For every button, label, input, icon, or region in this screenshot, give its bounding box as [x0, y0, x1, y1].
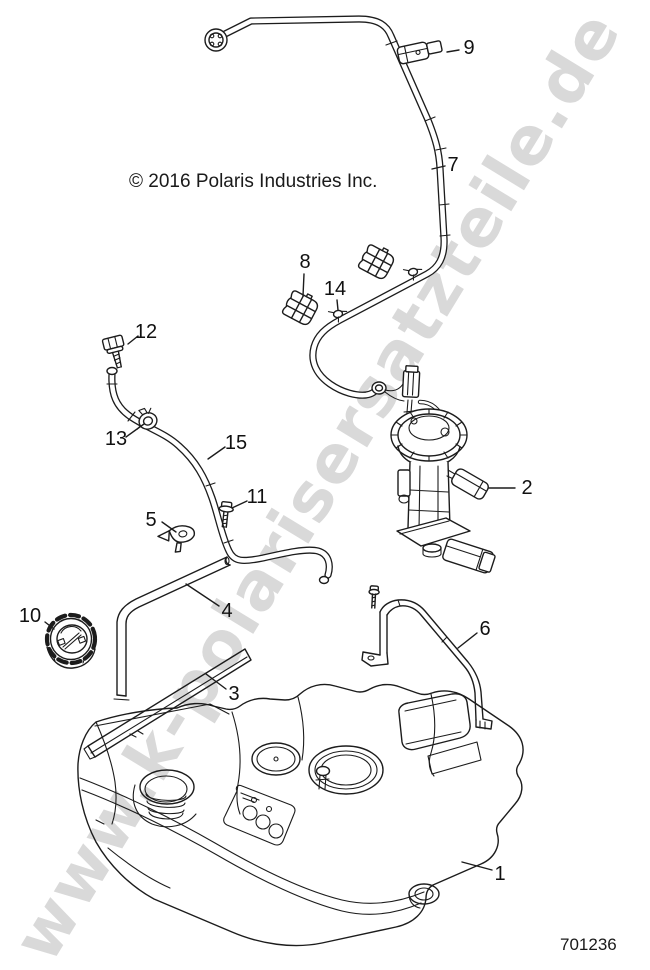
tank-strap-3	[83, 648, 252, 760]
copyright-text: © 2016 Polaris Industries Inc.	[129, 171, 378, 192]
fuel-cap-10	[44, 612, 98, 669]
callout-8: 8	[299, 251, 311, 273]
strap-bolt-6	[368, 585, 380, 609]
callout-13: 13	[104, 428, 128, 450]
flange-bolt-12	[101, 334, 125, 369]
callout-3: 3	[228, 683, 240, 705]
callout-10: 10	[18, 605, 42, 627]
drawing-number: 701236	[560, 935, 617, 954]
tank-strap-4	[113, 556, 231, 701]
fuel-tank-1	[77, 683, 524, 947]
callout-14: 14	[323, 278, 347, 300]
callout-5: 5	[145, 509, 157, 531]
tank-strap-6	[361, 599, 493, 730]
callout-2: 2	[521, 477, 533, 499]
screw-11	[218, 500, 234, 528]
fuel-vent-line-7	[204, 15, 451, 402]
callout-12: 12	[134, 321, 158, 343]
callout-11: 11	[246, 486, 268, 508]
callout-9: 9	[463, 37, 475, 59]
callout-15: 15	[224, 432, 248, 454]
line-clamp-8-mounted	[356, 240, 398, 282]
callout-7: 7	[447, 154, 459, 176]
hose-clamp-9	[396, 40, 443, 65]
leader-lines	[44, 49, 516, 871]
vent-hose-15	[106, 366, 333, 585]
fuel-pump-module-2	[384, 365, 496, 574]
callout-4: 4	[221, 600, 233, 622]
mount-clip-5	[157, 525, 196, 553]
callout-6: 6	[479, 618, 491, 640]
line-clamp-8	[280, 286, 322, 328]
callout-1: 1	[494, 863, 506, 885]
